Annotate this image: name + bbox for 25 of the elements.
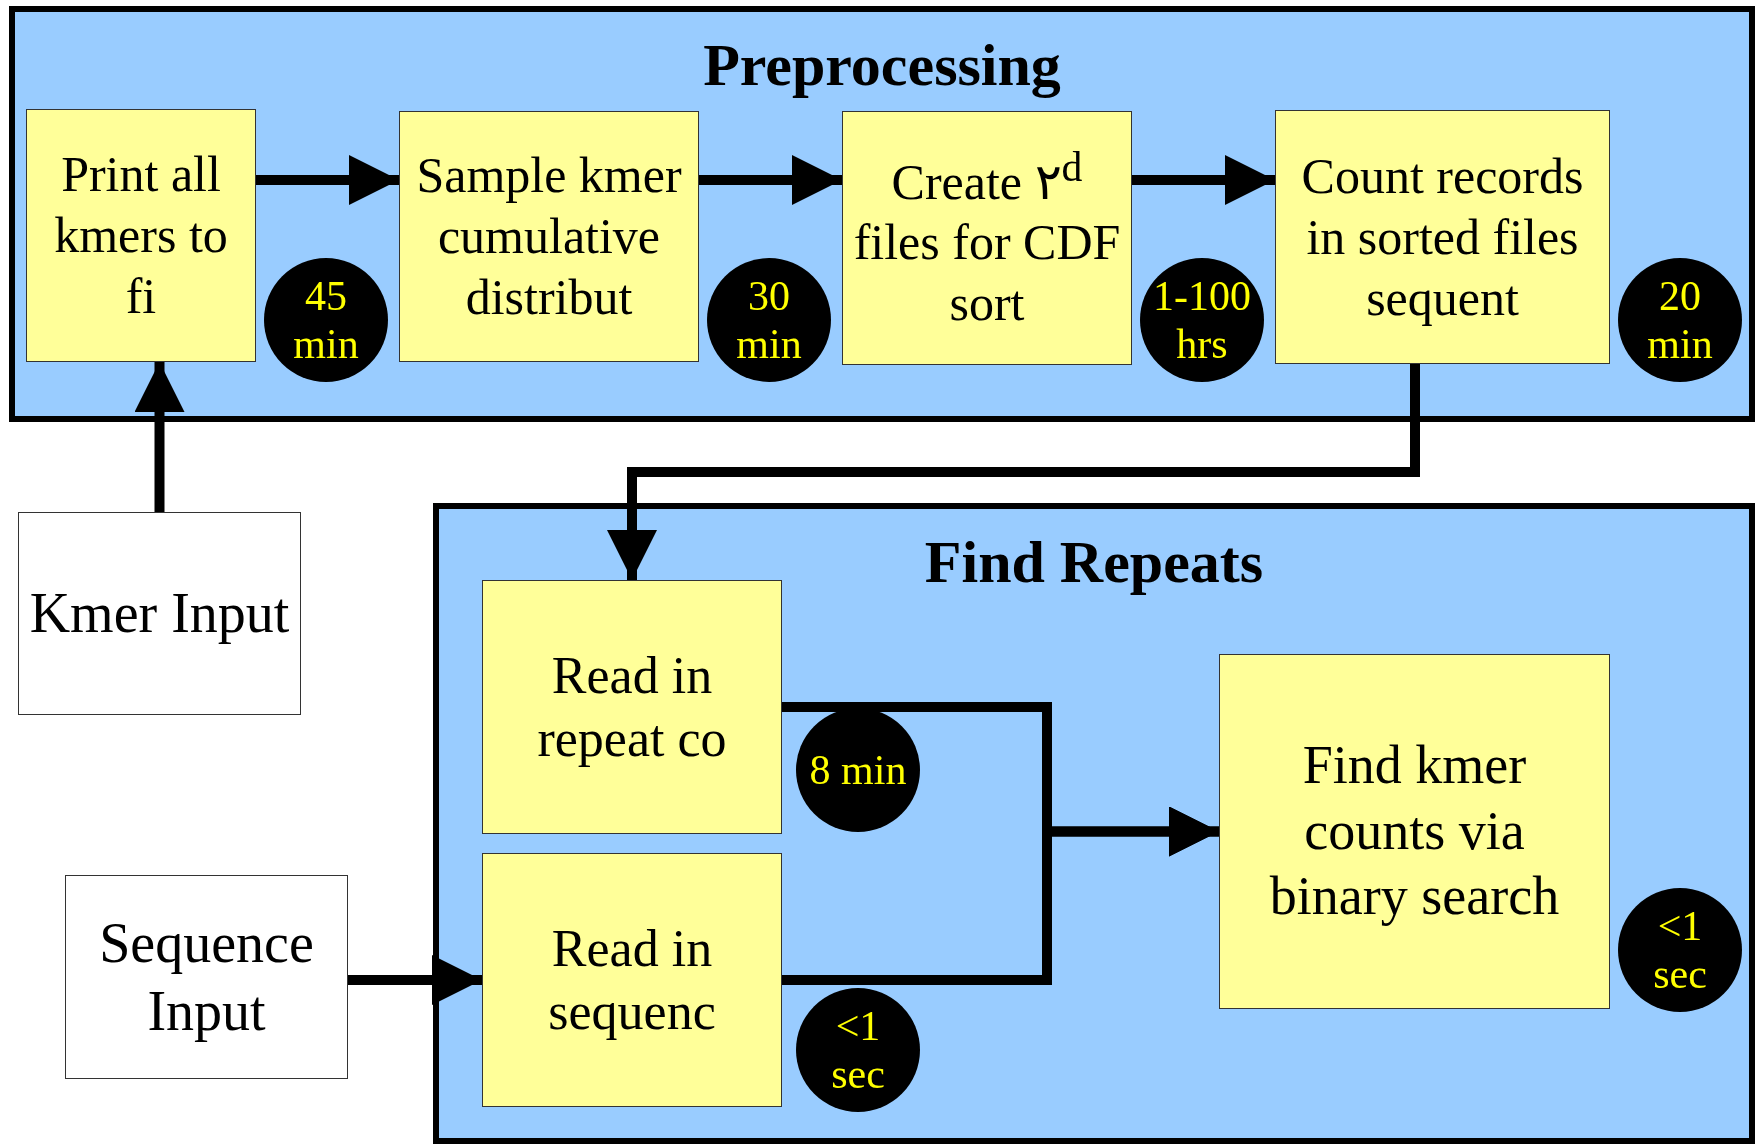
arrow — [699, 155, 842, 205]
process-box: Read in sequenc — [482, 853, 782, 1107]
arrow — [348, 955, 482, 1005]
arrow — [134, 362, 185, 512]
process-box: Find kmer counts via binary search — [1219, 654, 1610, 1009]
arrow — [607, 364, 1420, 580]
panel-title: Preprocessing — [703, 32, 1061, 98]
process-box: Read in repeat co — [482, 580, 782, 834]
process-box: Print all kmers to fi — [26, 109, 256, 362]
input-box: Kmer Input — [18, 512, 301, 715]
arrow — [1132, 155, 1275, 205]
process-box: Sample kmer cumulative distribut — [399, 111, 699, 362]
process-box: Count records in sorted files sequent — [1275, 110, 1610, 364]
group-panel — [433, 503, 1755, 1144]
duration-circle: 20 min — [1618, 258, 1742, 382]
duration-circle: 30 min — [707, 258, 831, 382]
duration-circle: <1 sec — [1618, 888, 1742, 1012]
duration-circle: <1 sec — [796, 988, 920, 1112]
arrow — [256, 155, 399, 205]
duration-circle: 45 min — [264, 258, 388, 382]
group-panel — [9, 6, 1755, 422]
duration-circle: 1-100 hrs — [1140, 258, 1264, 382]
panel-title: Find Repeats — [924, 529, 1264, 595]
input-box: Sequence Input — [65, 875, 348, 1079]
arrow — [782, 806, 1219, 985]
